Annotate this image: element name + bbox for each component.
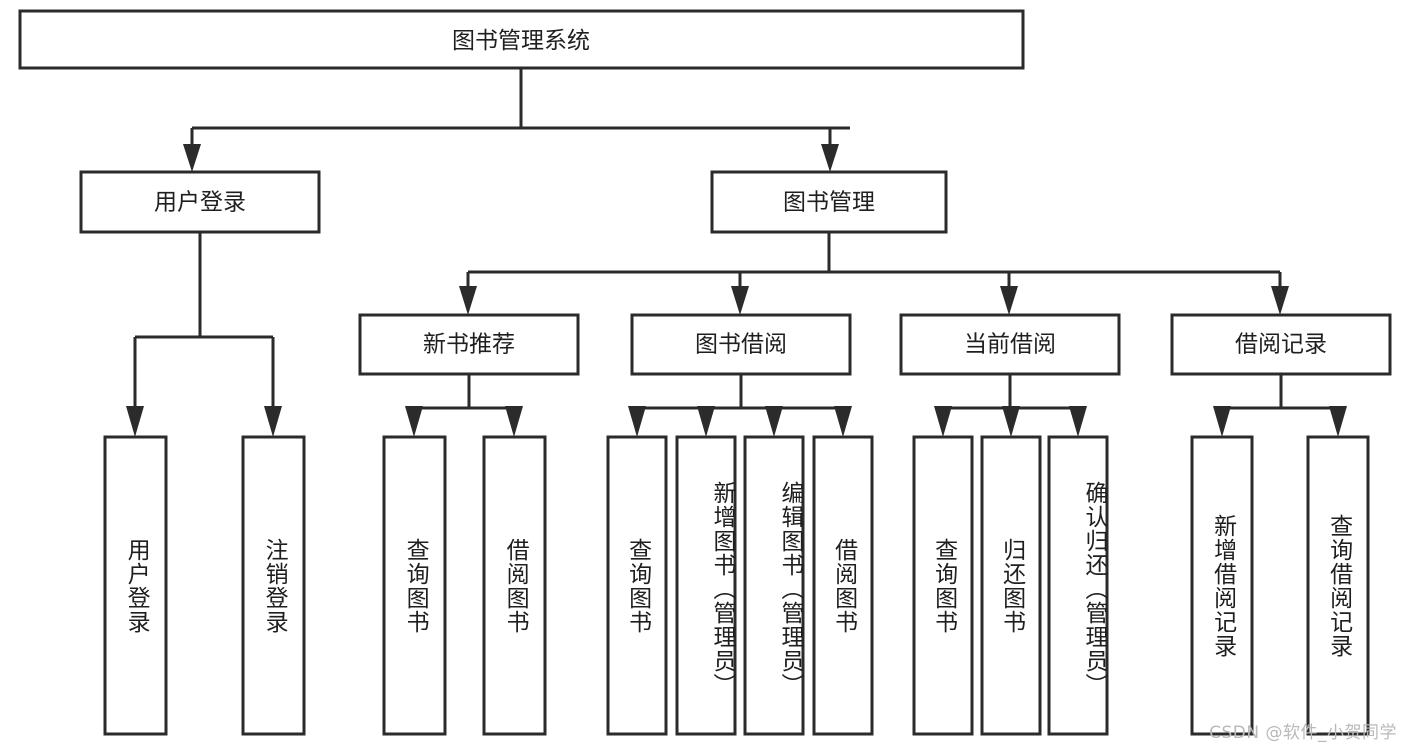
leaf-box-borrow-book-1[interactable]: [482, 435, 547, 736]
arrow-head-icon: [405, 406, 423, 437]
connector-book-borrow-to-leaves: [628, 374, 852, 437]
connector-user-login-to-leaves: [126, 232, 282, 437]
connector-new-book-recommend-to-leaves: [405, 374, 523, 437]
borrow-record-label: 借阅记录: [1235, 332, 1327, 358]
arrow-head-icon: [628, 406, 646, 437]
arrow-head-icon: [1271, 286, 1289, 315]
connector-root-to-level2: [183, 68, 850, 172]
user-login-label: 用户登录: [154, 190, 246, 216]
leaf-box-query-book-2[interactable]: [606, 435, 668, 736]
leaf-box-query-book-1[interactable]: [382, 435, 447, 736]
arrow-head-icon: [459, 286, 477, 315]
arrow-head-icon: [126, 406, 144, 437]
user-login-box[interactable]: [79, 170, 321, 234]
node-book-borrow[interactable]: 图书借阅: [630, 313, 852, 376]
node-current-borrow[interactable]: 当前借阅: [899, 313, 1121, 376]
arrow-head-icon: [264, 406, 282, 437]
leaf-boxes-group: [103, 435, 1370, 736]
leaf-box-query-record[interactable]: [1306, 435, 1370, 736]
leaf-box-confirm-return[interactable]: [1047, 435, 1109, 736]
current-borrow-label: 当前借阅: [964, 332, 1056, 358]
arrow-head-icon: [697, 406, 715, 437]
current-borrow-box[interactable]: [899, 313, 1121, 376]
new-book-recommend-box[interactable]: [358, 313, 580, 376]
node-book-manage[interactable]: 图书管理: [710, 170, 948, 234]
arrow-head-icon: [765, 406, 783, 437]
arrow-head-icon: [1000, 286, 1018, 315]
leaf-box-add-book[interactable]: [675, 435, 737, 736]
connector-book-manage-to-level3: [459, 232, 1289, 315]
leaf-box-return-book[interactable]: [980, 435, 1042, 736]
arrow-head-icon: [821, 144, 839, 172]
node-user-login[interactable]: 用户登录: [79, 170, 321, 234]
arrow-head-icon: [834, 406, 852, 437]
arrow-head-icon: [1213, 406, 1231, 437]
leaf-box-user-logout[interactable]: [241, 435, 306, 736]
leaf-box-borrow-book-2[interactable]: [812, 435, 874, 736]
arrow-head-icon: [934, 406, 952, 437]
arrow-head-icon: [1069, 406, 1087, 437]
book-manage-label: 图书管理: [783, 190, 875, 216]
arrow-head-icon: [183, 144, 201, 172]
connector-current-borrow-to-leaves: [934, 374, 1087, 437]
arrow-head-icon: [731, 286, 749, 315]
arrow-head-icon: [1002, 406, 1020, 437]
root-label: 图书管理系统: [452, 28, 590, 54]
watermark-text: CSDN @软件_小贺同学: [1209, 723, 1397, 743]
node-borrow-record[interactable]: 借阅记录: [1170, 313, 1392, 376]
node-root[interactable]: 图书管理系统: [18, 9, 1025, 70]
leaf-box-edit-book[interactable]: [743, 435, 805, 736]
arrow-head-icon: [505, 406, 523, 437]
connector-borrow-record-to-leaves: [1213, 374, 1347, 437]
leaf-box-user-login[interactable]: [103, 435, 168, 736]
leaf-box-query-book-3[interactable]: [912, 435, 974, 736]
node-new-book-recommend[interactable]: 新书推荐: [358, 313, 580, 376]
leaf-box-add-record[interactable]: [1190, 435, 1254, 736]
root-box[interactable]: [18, 9, 1025, 70]
book-borrow-label: 图书借阅: [695, 332, 787, 358]
arrow-head-icon: [1329, 406, 1347, 437]
new-book-recommend-label: 新书推荐: [423, 332, 515, 358]
